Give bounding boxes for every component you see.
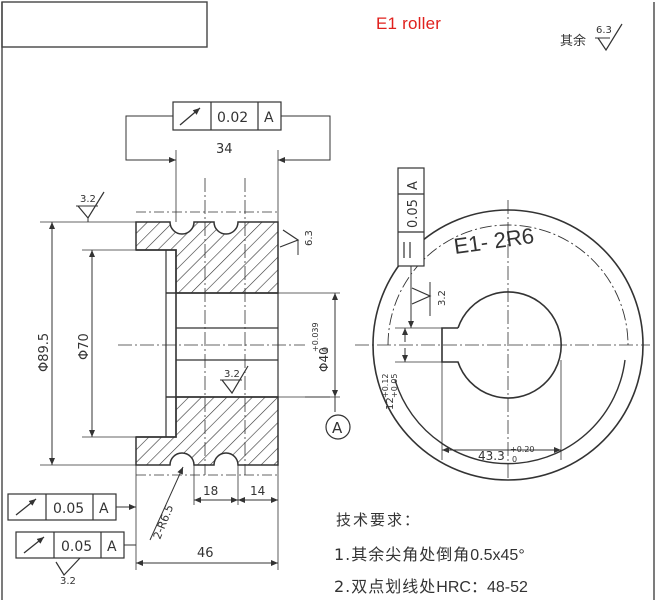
svg-text:3.2: 3.2: [80, 194, 96, 205]
general-roughness-label: 其余: [560, 33, 586, 49]
svg-text:A: A: [99, 501, 109, 517]
general-roughness: 其余 6.3: [560, 23, 623, 52]
svg-text:6.3: 6.3: [304, 230, 315, 246]
dimension-34: 34: [160, 142, 295, 222]
runout-top-tolerance: 0.02: [217, 110, 248, 126]
svg-text:Φ40: Φ40: [317, 347, 331, 372]
svg-text:E1- 2R6: E1- 2R6: [452, 223, 535, 259]
drawing-title: E1 roller: [376, 14, 442, 33]
tech-requirements-title: 技术要求：: [336, 511, 422, 529]
lower-section: [135, 396, 279, 466]
tech-requirement-2-text: 2.双点划线处: [334, 577, 437, 596]
svg-text:+0.20: +0.20: [510, 445, 535, 454]
svg-text:12: 12: [385, 397, 396, 410]
svg-text:0.05: 0.05: [61, 539, 92, 555]
svg-text:3.2: 3.2: [224, 369, 240, 380]
right-end-view: [355, 200, 650, 481]
dimension-dia-89-5: Φ89.5: [37, 221, 136, 466]
tech-requirement-2-value: HRC：48-52: [436, 579, 528, 596]
svg-text:Φ70: Φ70: [77, 333, 92, 360]
dimension-bore: Φ40 +0.039 0: [278, 292, 340, 398]
svg-text:34: 34: [216, 142, 233, 157]
svg-text:3.2: 3.2: [437, 290, 448, 306]
tech-requirement-1-value: 0.5x45°: [470, 547, 525, 564]
svg-text:A: A: [406, 181, 421, 190]
tech-requirement-1: 1.其余尖角处倒角0.5x45°: [334, 541, 525, 565]
runout-frame-bottom-2: 0.05 A: [15, 531, 136, 559]
svg-text:A: A: [107, 539, 117, 555]
roughness-bottom: 3.2: [55, 557, 81, 587]
svg-text:14: 14: [250, 484, 265, 498]
svg-text:+0.039: +0.039: [311, 322, 320, 352]
svg-text:0.05: 0.05: [406, 199, 421, 228]
runout-frame-bottom-1: 0.05 A: [7, 493, 136, 521]
runout-frame-top: 0.02 A: [125, 101, 331, 161]
dimension-bottom: 18 14 46: [135, 465, 279, 570]
svg-text:+0.05: +0.05: [390, 373, 399, 398]
tech-requirement-1-text: 1.其余尖角处倒角: [334, 545, 471, 564]
part-label: E1- 2R6: [452, 223, 535, 259]
dimension-dia-70: Φ70: [77, 249, 136, 438]
dimension-keyway-width: 12 +0.12 +0.05: [381, 327, 442, 410]
svg-text:2-R6.5: 2-R6.5: [151, 503, 177, 541]
dimension-keyway-depth: 43.3 +0.20 0: [441, 360, 562, 464]
tech-requirement-2: 2.双点划线处HRC：48-52: [334, 573, 528, 597]
runout-top-datum: A: [264, 110, 274, 126]
parallel-frame: A 0.05: [397, 167, 425, 328]
svg-text:A: A: [332, 419, 343, 437]
svg-text:+0.12: +0.12: [381, 373, 390, 398]
svg-text:Φ89.5: Φ89.5: [37, 333, 52, 372]
dimension-groove-radius: 2-R6.5: [149, 466, 184, 541]
upper-section: [135, 221, 279, 294]
svg-text:0: 0: [321, 347, 330, 352]
datum-a-marker: A: [305, 396, 351, 440]
svg-text:3.2: 3.2: [60, 576, 76, 587]
svg-text:0.05: 0.05: [53, 501, 84, 517]
roughness-left: 3.2: [76, 191, 105, 222]
roughness-bore: 3.2: [220, 365, 249, 395]
general-roughness-value: 6.3: [596, 25, 612, 36]
svg-text:46: 46: [197, 546, 214, 561]
left-section-view: [118, 178, 305, 476]
roughness-groove: 6.3: [279, 229, 315, 255]
sheet-frame: [1, 1, 655, 600]
svg-text:0: 0: [512, 455, 517, 464]
svg-text:43.3: 43.3: [478, 449, 505, 463]
roughness-keyway: 3.2: [411, 282, 448, 316]
svg-text:18: 18: [203, 484, 218, 498]
